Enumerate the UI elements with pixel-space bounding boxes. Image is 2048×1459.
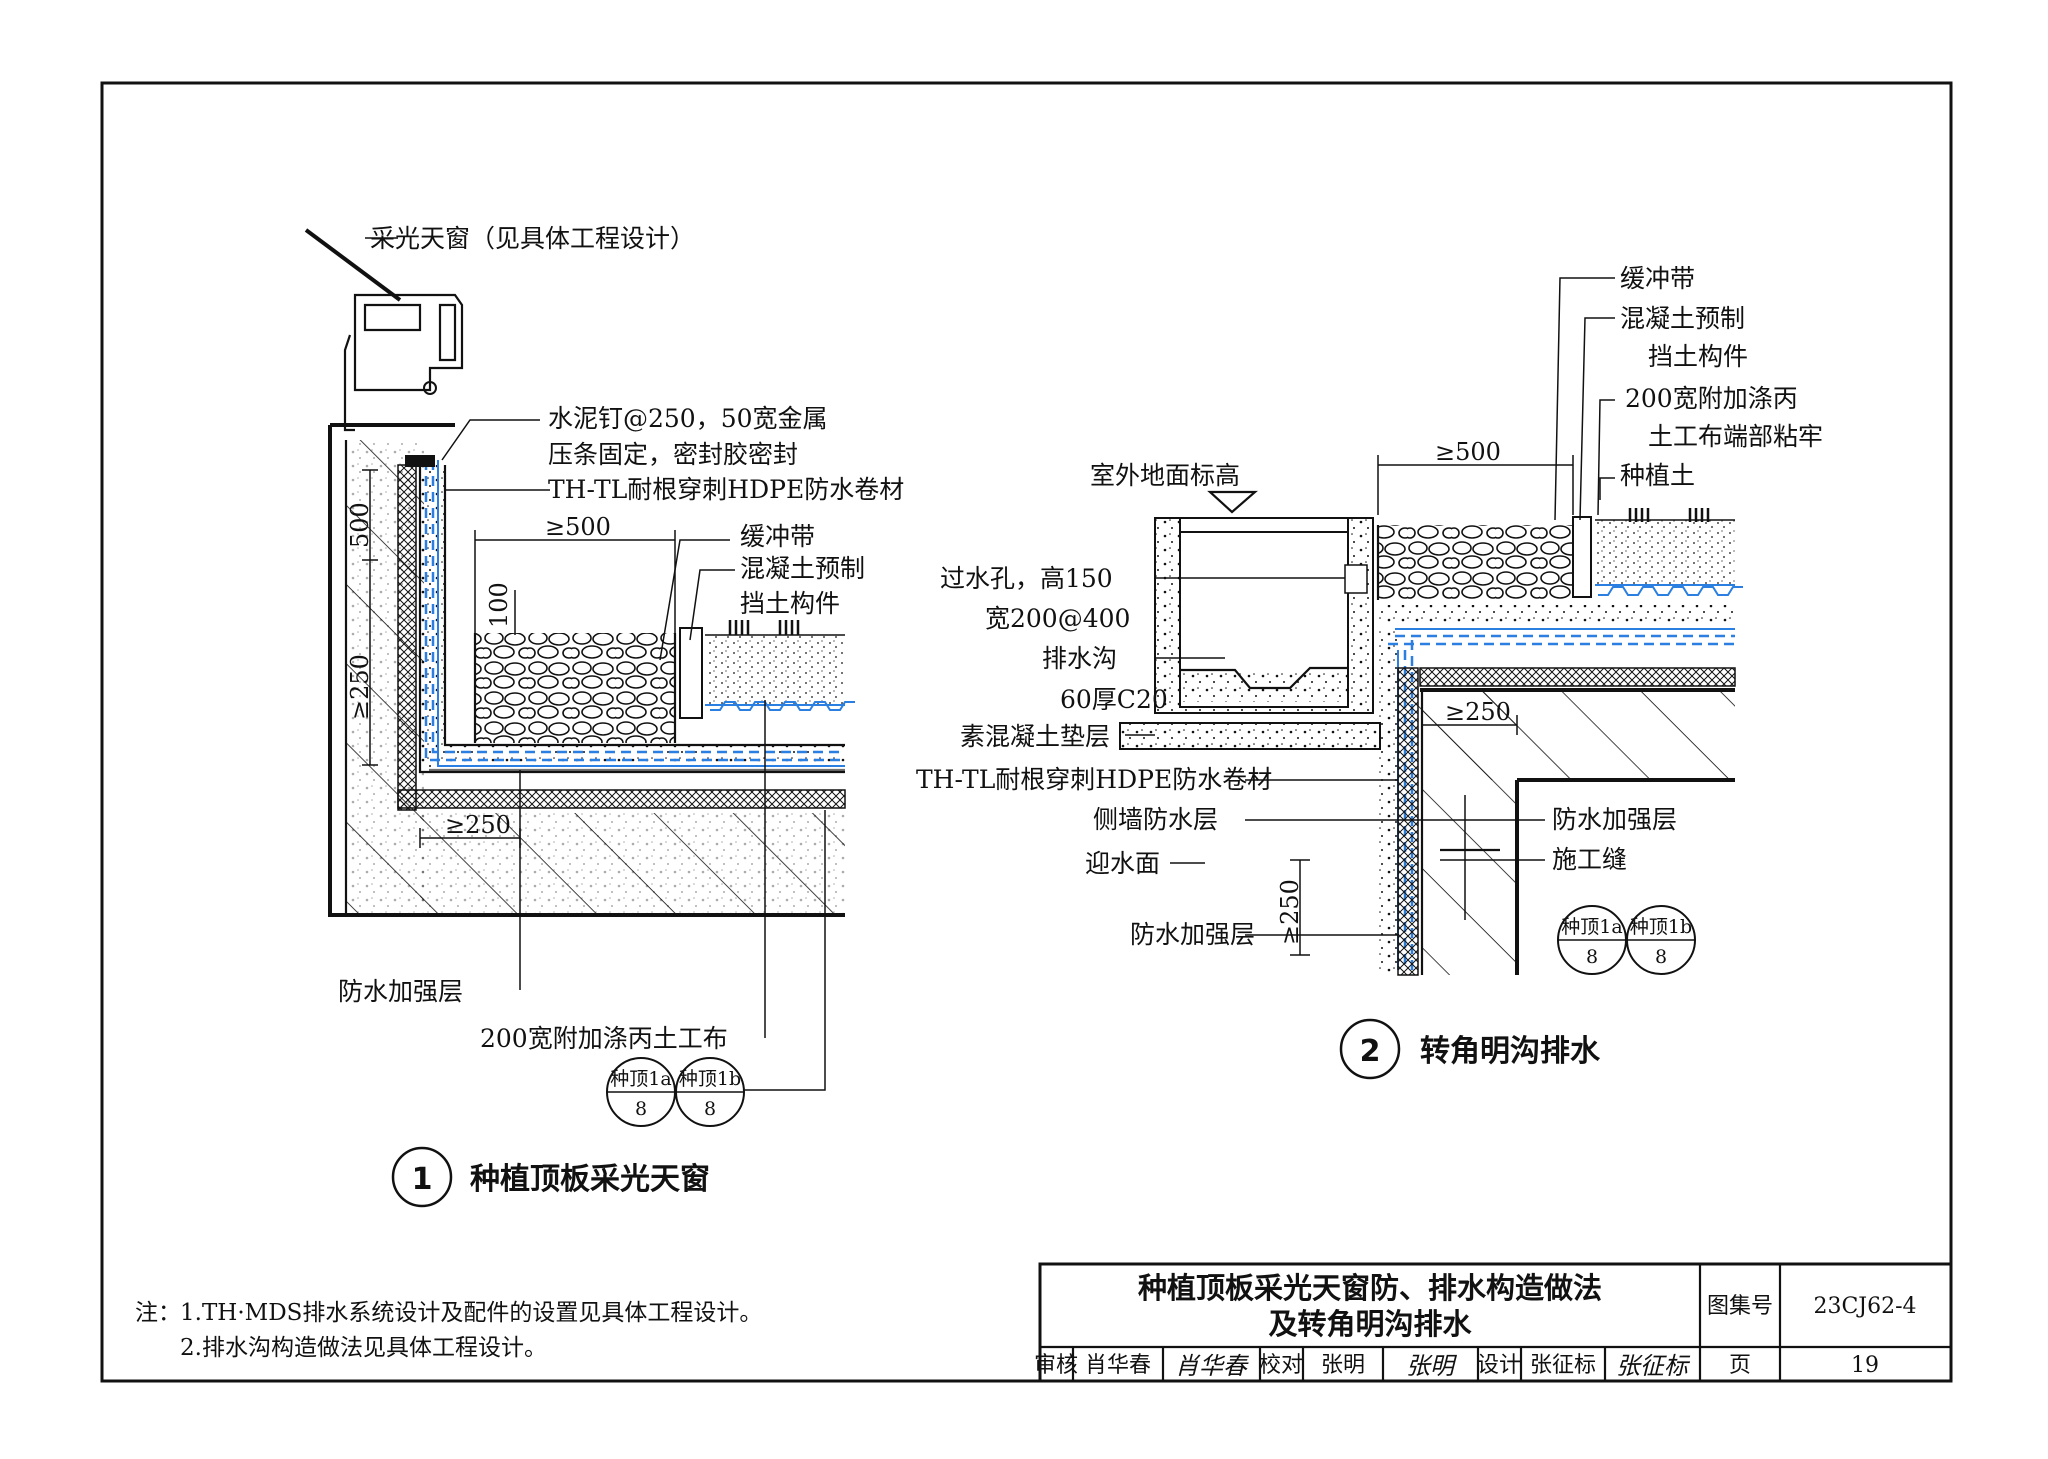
detail-1-drawing: [304, 228, 855, 1091]
label-skylight: 采光天窗（见具体工程设计）: [370, 224, 695, 253]
dim-250-vertical: ≥250: [346, 654, 374, 720]
sheet-title-line1: 种植顶板采光天窗防、排水构造做法: [1138, 1271, 1602, 1305]
label-geotextile-2b: 土工布端部粘牢: [1648, 422, 1823, 451]
drain-gravel-2: [1378, 525, 1573, 600]
ref-b-bottom: 8: [704, 1098, 716, 1120]
detail-1-ref-b: 种顶1b 8: [675, 1057, 745, 1127]
detail-1-number: 1: [412, 1162, 433, 1197]
dim-500-horizontal-2: ≥500: [1435, 438, 1501, 466]
note-1: 1.TH·MDS排水系统设计及配件的设置见具体工程设计。: [180, 1300, 762, 1326]
label-hole-2: 宽200@400: [985, 604, 1130, 633]
dim-250-horizontal: ≥250: [445, 811, 511, 839]
designer-signature: 张征标: [1616, 1352, 1691, 1380]
planting-soil: [705, 635, 845, 705]
label-geotextile: 200宽附加涤丙土工布: [480, 1024, 728, 1053]
label-c20: 60厚C20: [1060, 685, 1168, 714]
reviewer-name: 肖华春: [1085, 1353, 1151, 1378]
ref-2b-bottom: 8: [1655, 946, 1667, 968]
label-membrane-2: TH-TL耐根穿刺HDPE防水卷材: [916, 765, 1272, 794]
drain-gravel: [475, 633, 675, 743]
page-number: 19: [1851, 1353, 1879, 1378]
ref-a-top: 种顶1a: [610, 1068, 671, 1090]
detail-2-number-circle: [1339, 1018, 1401, 1080]
detail-1-number-circle: [391, 1146, 453, 1208]
label-geotextile-2a: 200宽附加涤丙: [1625, 384, 1798, 413]
label-facing: 迎水面: [1085, 849, 1160, 878]
design-label: 设计: [1477, 1353, 1521, 1378]
concrete-cushion: [1119, 722, 1381, 750]
designer-name: 张征标: [1530, 1353, 1596, 1378]
sheet-frame: [100, 81, 1953, 1383]
label-ditch: 排水沟: [1042, 644, 1117, 673]
label-sidewall: 侧墙防水层: [1093, 805, 1218, 834]
label-retaining-1: 混凝土预制: [740, 554, 865, 583]
label-buffer: 缓冲带: [740, 522, 815, 551]
label-retaining-2: 挡土构件: [740, 589, 840, 618]
dim-500-vertical: 500: [346, 502, 374, 548]
label-nail-fixing: 水泥钉@250，50宽金属: [548, 404, 828, 433]
page-label: 页: [1729, 1353, 1751, 1378]
label-reinforce: 防水加强层: [338, 977, 463, 1006]
label-retaining-2a: 混凝土预制: [1620, 304, 1745, 333]
ref-2a-bottom: 8: [1586, 946, 1598, 968]
label-reinforce-left: 防水加强层: [1130, 920, 1255, 949]
label-sealant: 压条固定，密封胶密封: [548, 440, 798, 469]
label-soil: 种植土: [1620, 461, 1695, 490]
dim-250-horizontal-2: ≥250: [1445, 698, 1511, 726]
dim-100: 100: [485, 582, 513, 628]
label-buffer-2: 缓冲带: [1620, 264, 1695, 293]
label-retaining-2b: 挡土构件: [1648, 342, 1748, 371]
ref-b-top: 种顶1b: [679, 1068, 741, 1090]
detail-2-ref-a: 种顶1a 8: [1557, 905, 1627, 975]
atlas-label: 图集号: [1707, 1294, 1773, 1319]
detail-2-number: 2: [1360, 1034, 1381, 1069]
label-hole-1: 过水孔，高150: [940, 564, 1113, 593]
note-2: 2.排水沟构造做法见具体工程设计。: [180, 1335, 547, 1361]
ref-2a-top: 种顶1a: [1561, 916, 1622, 938]
planting-soil-2: [1595, 520, 1735, 585]
detail-2-drawing: [1119, 277, 1743, 976]
ref-2b-top: 种顶1b: [1630, 916, 1692, 938]
detail-2-ref-b: 种顶1b 8: [1626, 905, 1696, 975]
label-grade: 室外地面标高: [1090, 461, 1240, 490]
detail-2-title: 转角明沟排水: [1420, 1034, 1601, 1069]
detail-1-ref-a: 种顶1a 8: [606, 1057, 676, 1127]
check-label: 校对: [1259, 1353, 1303, 1378]
sheet-title-line2: 及转角明沟排水: [1268, 1307, 1472, 1341]
label-reinforce-right: 防水加强层: [1552, 805, 1677, 834]
label-membrane: TH-TL耐根穿刺HDPE防水卷材: [548, 475, 904, 504]
atlas-number: 23CJ62-4: [1813, 1294, 1916, 1319]
checker-signature: 张明: [1406, 1352, 1458, 1380]
review-label: 审核: [1034, 1353, 1078, 1378]
label-joint: 施工缝: [1552, 845, 1627, 874]
dim-250-vertical-2: ≥250: [1276, 879, 1304, 945]
checker-name: 张明: [1321, 1353, 1365, 1378]
label-cushion: 素混凝土垫层: [960, 722, 1110, 751]
notes-label: 注：: [135, 1300, 181, 1326]
ref-a-bottom: 8: [635, 1098, 647, 1120]
title-block: [1038, 1262, 1953, 1383]
reviewer-signature: 肖华春: [1175, 1352, 1249, 1380]
dim-500-horizontal: ≥500: [545, 513, 611, 541]
skylight-frame: [304, 228, 464, 467]
detail-1-title: 种植顶板采光天窗: [470, 1162, 710, 1197]
